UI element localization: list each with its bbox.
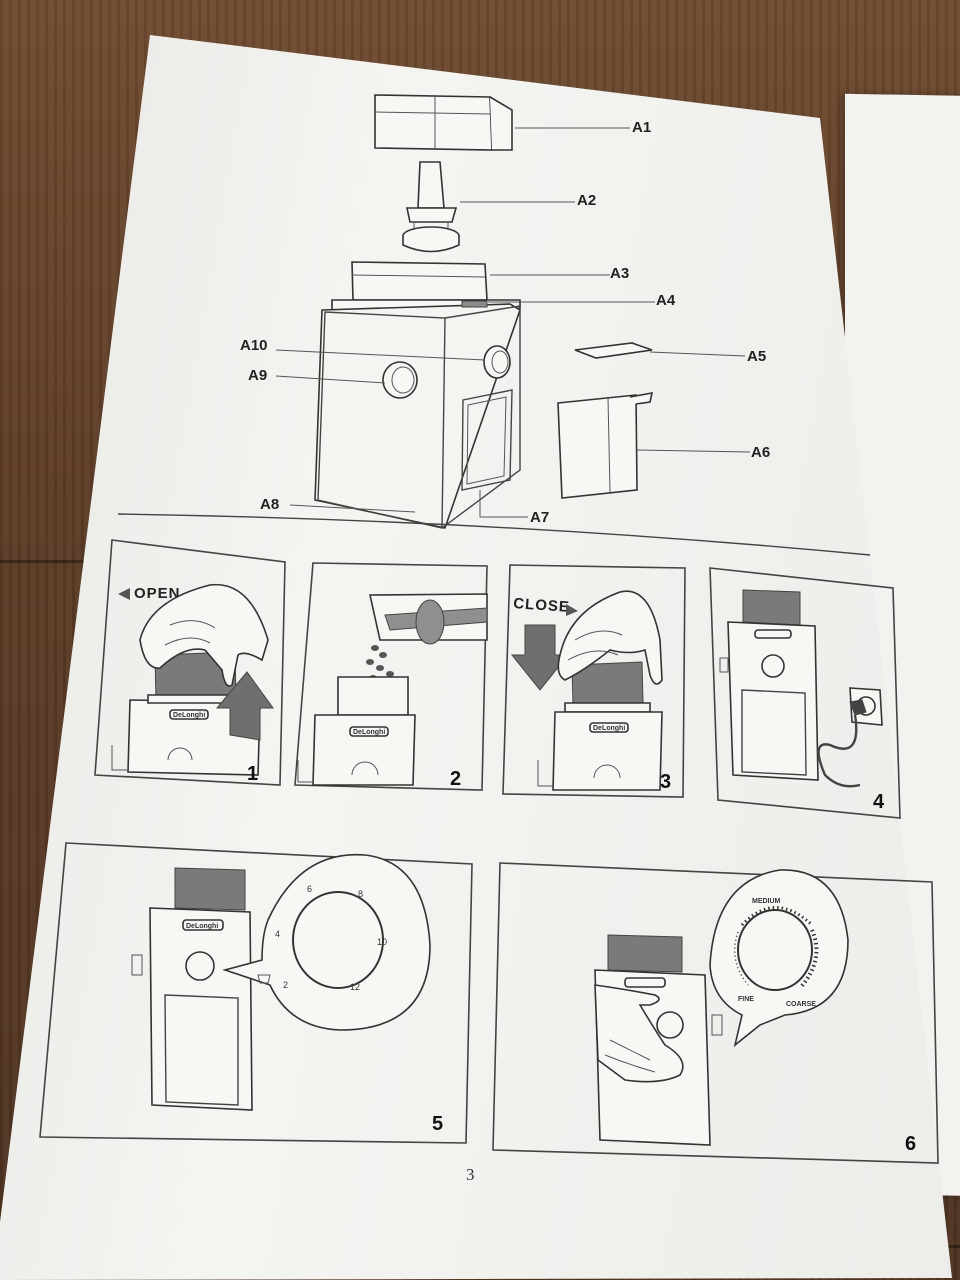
brand-badge: [169, 709, 209, 720]
label-a5: A5: [747, 348, 766, 365]
label-a9: A9: [248, 367, 267, 384]
label-a1: A1: [632, 119, 651, 136]
part-upper-burr-drawing: [402, 161, 460, 253]
step-5-panel: DeLonghi 2 4 6 8 10 12 5: [39, 842, 473, 1144]
brand-badge-text: DeLonghi: [593, 725, 625, 732]
label-a8: A8: [260, 496, 279, 513]
page-number: 3: [466, 1165, 475, 1184]
step-1-caption: OPEN: [134, 585, 181, 602]
leader-lines: [275, 127, 751, 518]
label-fine: FINE: [738, 996, 754, 1003]
dial-number-2: 2: [283, 980, 288, 990]
dotted-scale-left: [733, 931, 749, 986]
dial-number-10: 10: [377, 937, 387, 947]
part-hopper-drawing: [351, 261, 488, 301]
open-arrow-icon: [118, 588, 130, 600]
step-4-number: 4: [873, 791, 885, 813]
brand-badge-text: DeLonghi: [186, 923, 218, 930]
step-1-panel: OPEN DeLonghi 1: [94, 539, 286, 786]
label-a2: A2: [577, 192, 596, 209]
label-medium: MEDIUM: [752, 898, 781, 905]
step-3-number: 3: [660, 771, 671, 793]
coffee-beans: [366, 645, 394, 681]
down-arrow-icon: [510, 624, 570, 691]
cup-icon: [257, 974, 271, 984]
label-a4: A4: [656, 292, 676, 309]
dial-number-6: 6: [307, 884, 312, 894]
step-2-number: 2: [450, 768, 461, 790]
label-a3: A3: [610, 265, 629, 282]
dial-number-12: 12: [350, 982, 360, 992]
label-a10: A10: [240, 337, 268, 354]
step-2-panel: DeLonghi 2: [294, 562, 488, 791]
step-6-panel: MEDIUM FINE COARSE 6: [492, 862, 939, 1164]
close-arrow-icon: [566, 604, 578, 616]
wall-socket-drawing: [817, 687, 883, 788]
step-4-panel: 4: [709, 567, 901, 819]
part-lid-drawing: [374, 94, 513, 151]
part-ground-coffee-container-drawing: [557, 391, 654, 499]
part-container-cover-drawing: [574, 342, 653, 359]
exploded-diagram: A1 A2 A3 A4 A5 A6 A7 A8 A9 A10: [240, 94, 770, 529]
brand-badge-text: DeLonghi: [173, 712, 205, 719]
up-arrow-icon: [215, 671, 274, 741]
step-1-number: 1: [247, 763, 258, 785]
step-3-caption: CLOSE: [513, 595, 571, 616]
dial-number-8: 8: [358, 889, 363, 899]
dotted-scale-right: [798, 929, 819, 990]
section-divider: [117, 513, 871, 556]
grinder-body-drawing: [314, 299, 521, 529]
label-coarse: COARSE: [786, 1001, 816, 1008]
step-3-panel: CLOSE DeLonghi 3: [502, 564, 686, 798]
label-a6: A6: [751, 444, 770, 461]
coarseness-dial-drawing: [292, 891, 384, 989]
label-a7: A7: [530, 509, 549, 526]
step-5-number: 5: [432, 1113, 443, 1135]
dotted-scale-top: [740, 906, 814, 927]
step-6-number: 6: [905, 1133, 916, 1155]
dial-number-4: 4: [275, 929, 280, 939]
brand-badge-text: DeLonghi: [353, 729, 385, 736]
